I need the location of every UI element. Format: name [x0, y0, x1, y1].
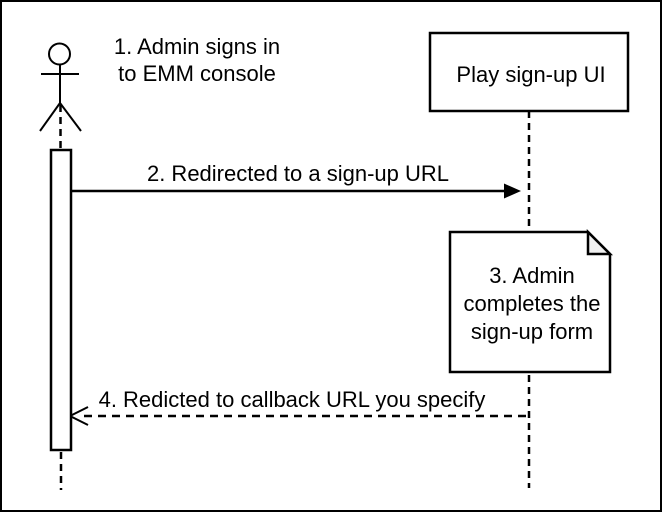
participant-label: Play sign-up UI: [456, 61, 606, 87]
actor-leg-right: [59, 102, 82, 132]
message-arrow-redirect: [71, 183, 521, 199]
activation-bar: [49, 148, 73, 452]
actor-head: [48, 42, 71, 66]
note-body: [448, 230, 612, 374]
participant-box: [428, 31, 630, 113]
actor-leg-left: [39, 102, 61, 132]
message-label-redirect: 2. Redirected to a sign-up URL: [146, 161, 450, 186]
actor-label: 1. Admin signs in to EMM console: [113, 34, 281, 86]
actor-figure: [39, 42, 82, 132]
note-shape: [448, 228, 614, 374]
note-fold: [586, 228, 614, 256]
message-label-callback: 4. Redicted to callback URL you specify: [98, 387, 486, 412]
note-label: 3. Admin completes the sign-up form: [463, 263, 601, 344]
message-arrowhead: [504, 183, 521, 199]
